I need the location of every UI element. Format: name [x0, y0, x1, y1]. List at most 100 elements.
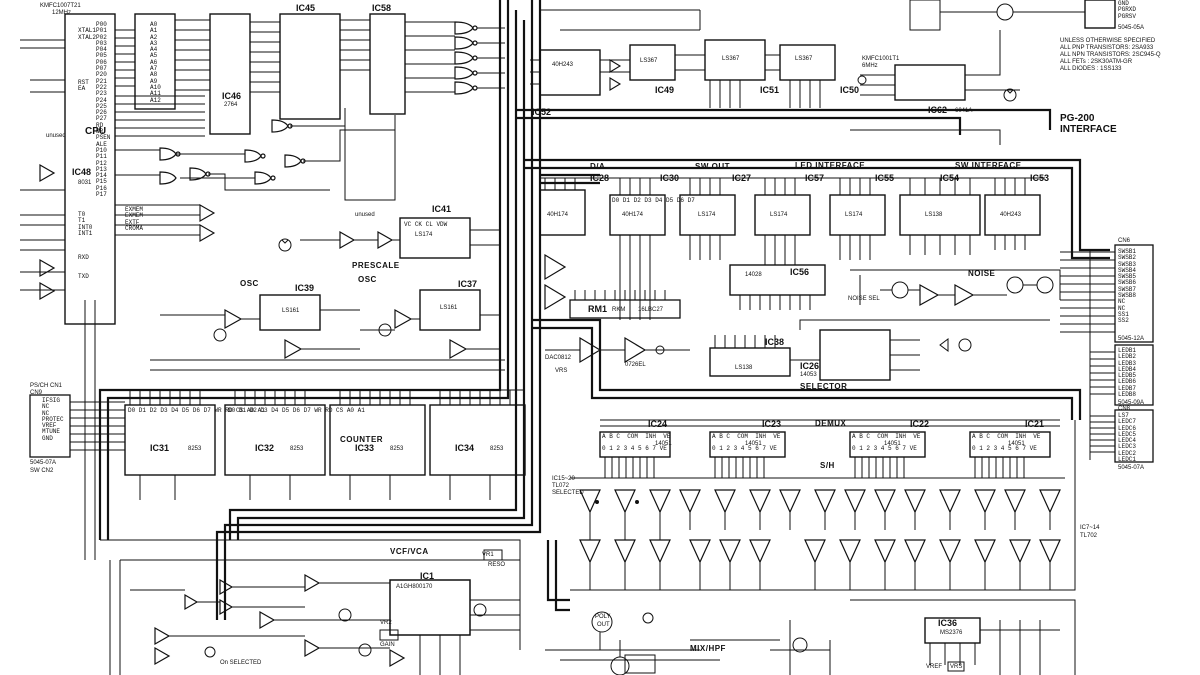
ic55-part: LS174	[845, 212, 863, 218]
pin-p10: P10	[96, 146, 107, 154]
cn8-pin-8: LEDC1	[1118, 456, 1137, 464]
ic48-crystal-part: KMFC1007T21	[40, 3, 81, 9]
cn9-pin-2: NC	[42, 403, 50, 411]
legend-line-4: ALL FETs : 2SK30ATM-GR	[1060, 58, 1133, 65]
selected-label: On SELECTED	[220, 660, 262, 666]
cn6-label: CN6	[1118, 238, 1131, 244]
ic39-part: LS161	[282, 308, 300, 314]
vrs-label-left: VRS	[555, 368, 568, 374]
cn7-pin-list: LEDB1 LEDB2 LEDB3 LEDB4 LEDB5 LEDB6 LEDB…	[1118, 347, 1137, 399]
pin-p21: P21	[96, 77, 107, 85]
pg-pin-rxd: PGRXD	[1118, 6, 1137, 14]
cn9-pin-4: PROTEC	[42, 415, 64, 423]
ic38-label: IC38	[765, 337, 785, 347]
dac-opamp-part: 0726EL	[625, 362, 646, 368]
pin-p26: P26	[96, 109, 107, 117]
croma: CROMA	[125, 224, 144, 232]
pin-rst: RST	[78, 79, 89, 86]
mix-hpf-label: MIX/HPF	[690, 644, 726, 653]
demux-label: DEMUX	[815, 419, 847, 428]
noise-label: NOISE	[968, 269, 996, 278]
ic31-label: IC31	[150, 443, 170, 453]
ic53-label: IC53	[1030, 173, 1050, 183]
ic48-serial-pins: RXD TXD	[78, 254, 89, 280]
ic15-20-selected: SELECTED	[552, 490, 584, 496]
noise-sel-label: NOISE SEL	[848, 296, 880, 302]
cn9-label: CN9	[30, 390, 43, 396]
cn6-pin-9: NC	[1118, 298, 1126, 306]
sw-out-label: SW OUT	[695, 162, 730, 171]
cn6-pin-7: SWSB7	[1118, 285, 1137, 293]
ic52-label: IC52	[532, 107, 552, 117]
cn7-pin-4: LEDB4	[1118, 365, 1137, 373]
cn8-pin-7: LEDC2	[1118, 449, 1137, 457]
ic46-part: 2764	[224, 102, 238, 108]
ic34-label: IC34	[455, 443, 475, 453]
pg200-connector-part: 5045-05A	[1118, 25, 1145, 31]
addr-a0: A0	[150, 21, 158, 28]
cn9-pin-1: IFSIG	[42, 397, 61, 404]
cn7-part: 5045-09A	[1118, 400, 1145, 406]
pin-xtal2: XTAL2	[78, 33, 97, 41]
ic23-label: IC23	[762, 419, 782, 429]
cn7-pin-8: LEDB8	[1118, 391, 1137, 399]
pin-p03: P03	[96, 39, 107, 47]
ic1-part: A1GH800170	[396, 584, 433, 590]
pin-rxd: RXD	[78, 254, 89, 261]
cn7-pin-5: LEDB5	[1118, 372, 1137, 380]
ic54-label: IC54	[940, 173, 960, 183]
pin-p16: P16	[96, 184, 107, 192]
ic22-outs: 0 1 2 3 4 5 6 7 VE	[852, 445, 917, 452]
cn8-pin-1: LS7	[1118, 412, 1129, 419]
cn8-pin-list: LS7 LEDC7 LEDC6 LEDC5 LEDC4 LEDC3 LEDC2 …	[1118, 412, 1137, 464]
cn6-pin-list: SWSB1 SWSB2 SWSB3 SWSB4 SWSB5 SWSB6 SWSB…	[1118, 248, 1137, 325]
cn9-title: PS/CH CN1	[30, 383, 63, 389]
ic24-label: IC24	[648, 419, 668, 429]
unused-label-prescale: unused	[355, 212, 375, 218]
pin-p05: P05	[96, 52, 107, 60]
cpu-section-label: CPU	[85, 126, 107, 137]
pin-p11: P11	[96, 153, 107, 161]
ic46-label: IC46	[222, 91, 242, 101]
cn6-pin-12: SS2	[1118, 317, 1129, 325]
ic45-address-pins: A0 A1 A2 A3 A4 A5 A6 A7 A8 A9 A10 A11 A1…	[150, 21, 161, 104]
cn8-label: CN8	[1118, 406, 1131, 412]
cn6-pin-3: SWSB3	[1118, 260, 1137, 268]
pin-rd: RD	[96, 121, 104, 129]
pin-psen: PSEN	[96, 134, 111, 142]
ic24-pins: A B C COM INH VE	[602, 433, 671, 440]
ic51-part: LS367	[722, 56, 740, 62]
ic21-outs: 0 1 2 3 4 5 6 7 VE	[972, 445, 1037, 452]
cn7-pin-2: LEDB2	[1118, 353, 1137, 361]
cn6-pin-10: NC	[1118, 304, 1126, 312]
ic37-label: IC37	[458, 279, 478, 289]
vref-label: VREF	[926, 664, 943, 670]
led-interface-label: LED INTERFACE	[795, 161, 866, 170]
cn6-pin-4: SWSB4	[1118, 266, 1137, 274]
addr-a10: A10	[150, 83, 161, 91]
ic48-label: IC48	[72, 167, 92, 177]
pin-p01: P01	[96, 27, 107, 35]
cn8-pin-5: LEDC4	[1118, 437, 1137, 445]
dac-part: DAC0812	[545, 355, 572, 361]
component-legend: UNLESS OTHERWISE SPECIFIED ALL PNP TRANS…	[1060, 38, 1161, 72]
pin-t0: T0	[78, 211, 86, 218]
ic45-label: IC45	[296, 3, 316, 13]
ic58-label: IC58	[372, 3, 392, 13]
cn9-pin-5: VREF	[42, 422, 57, 430]
cn9-pin-7: GND	[42, 434, 53, 442]
ic28-part: 40H174	[547, 212, 569, 218]
pin-p02: P02	[96, 33, 107, 41]
cn6-pin-8: SWSB8	[1118, 292, 1137, 300]
ic62-part: 6041A	[955, 108, 973, 114]
pg200-title: PG-200	[1060, 113, 1095, 124]
counter-label: COUNTER	[340, 435, 384, 444]
ic31-part: 8253	[188, 446, 202, 452]
ic48-control-pins: RST EA	[78, 79, 89, 93]
legend-line-2: ALL PNP TRANSISTORS: 2SA933	[1060, 44, 1154, 51]
da-section-label: D/A	[590, 162, 606, 171]
ic49-part: LS367	[640, 58, 658, 64]
ic33-label: IC33	[355, 443, 375, 453]
ic36-part: MS2376	[940, 630, 963, 636]
